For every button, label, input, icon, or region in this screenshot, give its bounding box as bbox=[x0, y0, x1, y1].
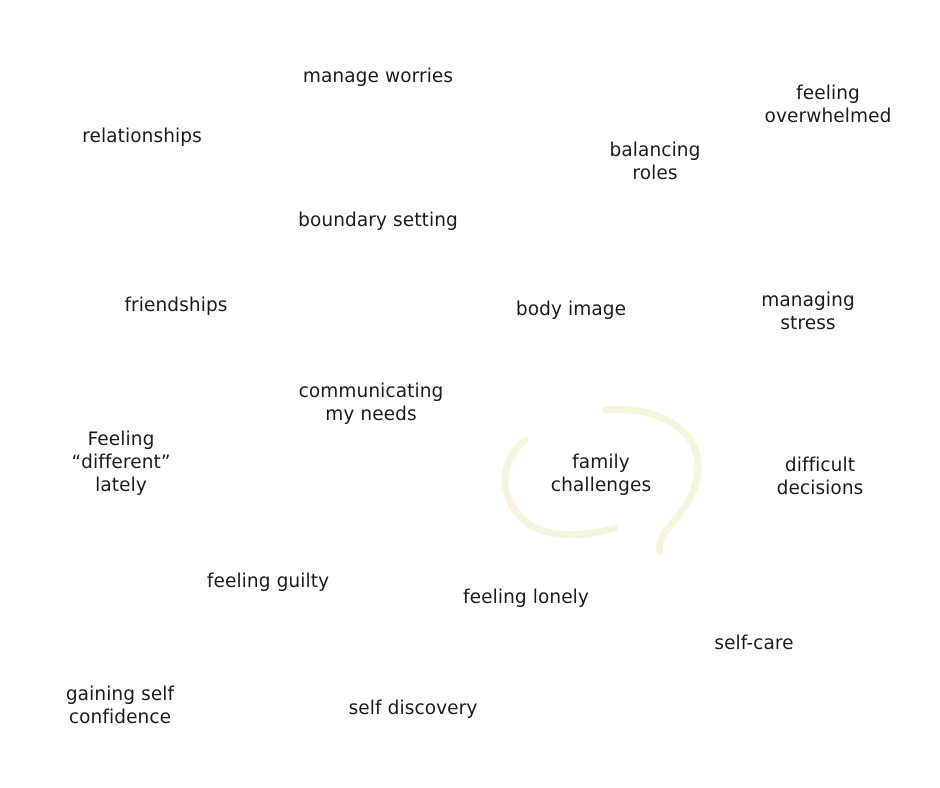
word-self-discovery: self discovery bbox=[348, 698, 478, 719]
word-boundary-setting: boundary setting bbox=[298, 210, 458, 231]
word-feeling-overwhelmed: feeling overwhelmed bbox=[764, 83, 892, 127]
word-gaining-self-confidence: gaining self confidence bbox=[65, 684, 175, 728]
word-difficult-decisions: difficult decisions bbox=[776, 455, 864, 499]
word-self-care: self-care bbox=[714, 633, 794, 654]
word-managing-stress: managing stress bbox=[761, 290, 855, 334]
word-balancing-roles: balancing roles bbox=[609, 140, 701, 184]
word-feeling-lonely: feeling lonely bbox=[463, 587, 589, 608]
word-body-image: body image bbox=[515, 299, 627, 320]
word-feeling-guilty: feeling guilty bbox=[206, 571, 330, 592]
word-feeling-different-lately: Feeling “different” lately bbox=[71, 429, 171, 496]
word-family-challenges: family challenges bbox=[550, 452, 652, 496]
word-manage-worries: manage worries bbox=[302, 66, 454, 87]
word-relationships: relationships bbox=[82, 126, 202, 147]
word-communicating-my-needs: communicating my needs bbox=[298, 381, 444, 425]
word-friendships: friendships bbox=[124, 295, 228, 316]
